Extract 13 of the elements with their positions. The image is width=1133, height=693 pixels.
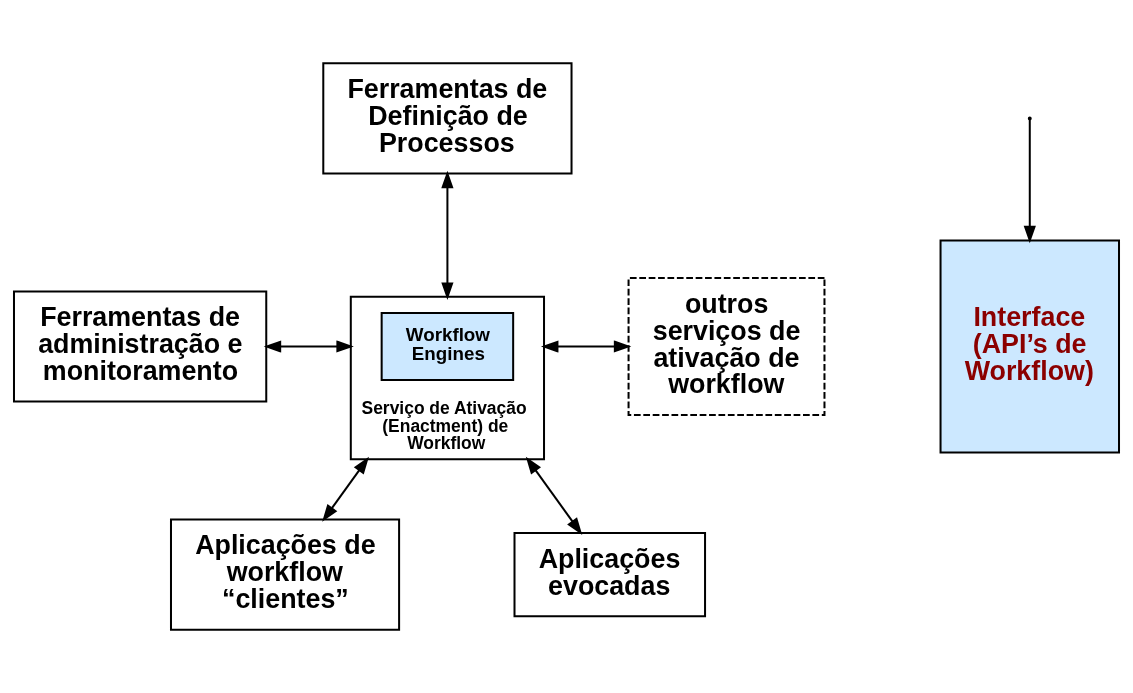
arrow (263, 340, 354, 353)
node-box: Interface (API’s de Workflow) (939, 239, 1120, 454)
node-box: outros serviços de ativação de workflow (627, 277, 826, 416)
arrow (1023, 119, 1036, 244)
arrow (540, 340, 632, 353)
node-box: Ferramentas de Definição de Processos (322, 62, 573, 175)
node-box: Aplicações de workflow “clientes” (170, 518, 401, 631)
arrow (322, 456, 369, 522)
node-box: Aplicações evocadas (513, 532, 707, 618)
arrow (525, 456, 583, 536)
node-box: Workflow Engines (380, 311, 515, 382)
node-box: Ferramentas de administração e monitoramento (13, 290, 268, 403)
arrow (441, 170, 454, 300)
